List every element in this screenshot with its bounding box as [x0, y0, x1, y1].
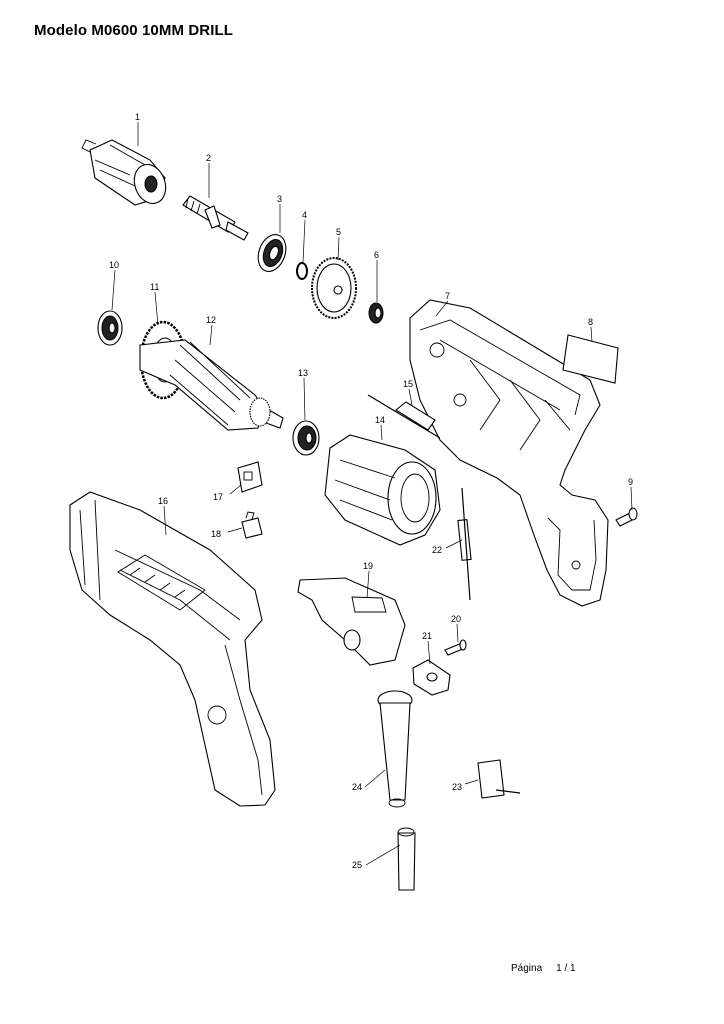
part-2-spindle [182, 195, 249, 241]
part-label-10: 10 [109, 260, 119, 270]
part-label-2: 2 [206, 153, 211, 163]
part-25-power-cord [397, 827, 416, 891]
part-label-9: 9 [628, 477, 633, 487]
part-17-brush-holder [237, 461, 263, 493]
part-label-6: 6 [374, 250, 379, 260]
part-label-1: 1 [135, 112, 140, 122]
part-24-strain-relief [377, 690, 413, 808]
part-label-21: 21 [422, 631, 432, 641]
part-23-capacitor [477, 759, 505, 799]
assembly-axis-upper [367, 394, 441, 439]
part-label-14: 14 [375, 415, 385, 425]
part-label-4: 4 [302, 210, 307, 220]
assembly-axis-cord [495, 789, 521, 794]
part-4-retaining-ring [296, 262, 308, 280]
part-3-bearing [257, 234, 287, 272]
part-12-armature [139, 339, 284, 431]
page-label: Página [511, 963, 543, 974]
part-label-22: 22 [432, 545, 442, 555]
part-21-cord-clamp [412, 659, 451, 696]
part-9-screw [615, 507, 638, 527]
part-label-24: 24 [352, 782, 362, 792]
part-label-25: 25 [352, 860, 362, 870]
part-label-3: 3 [277, 194, 282, 204]
page-title: Modelo M0600 10MM DRILL [34, 22, 233, 39]
part-8-label-plate [562, 334, 619, 384]
part-13-bearing [292, 420, 320, 456]
part-5-gear [311, 257, 357, 319]
part-15-baffle [395, 401, 436, 431]
part-7-housing [409, 299, 609, 607]
part-label-20: 20 [451, 614, 461, 624]
assembly-axis-lower [461, 487, 471, 601]
part-label-7: 7 [445, 291, 450, 301]
part-16-motor-housing [69, 491, 276, 807]
part-label-13: 13 [298, 368, 308, 378]
part-label-19: 19 [363, 561, 373, 571]
part-19-switch [297, 577, 406, 666]
part-14-field [324, 434, 441, 546]
part-label-17: 17 [213, 492, 223, 502]
part-10-bearing [97, 310, 123, 346]
page-number: 1 / 1 [556, 963, 576, 974]
part-label-12: 12 [206, 315, 216, 325]
part-label-5: 5 [336, 227, 341, 237]
part-18-carbon-brush [241, 511, 263, 539]
part-20-screw [444, 639, 467, 656]
part-label-8: 8 [588, 317, 593, 327]
leader-lines [111, 122, 633, 866]
part-label-16: 16 [158, 496, 168, 506]
part-label-23: 23 [452, 782, 462, 792]
part-6-bearing [368, 302, 384, 324]
part-label-15: 15 [403, 379, 413, 389]
part-1-chuck [81, 139, 167, 206]
part-label-11: 11 [150, 282, 159, 292]
page-footer: Página 1 / 1 [511, 963, 590, 974]
part-label-18: 18 [211, 529, 221, 539]
